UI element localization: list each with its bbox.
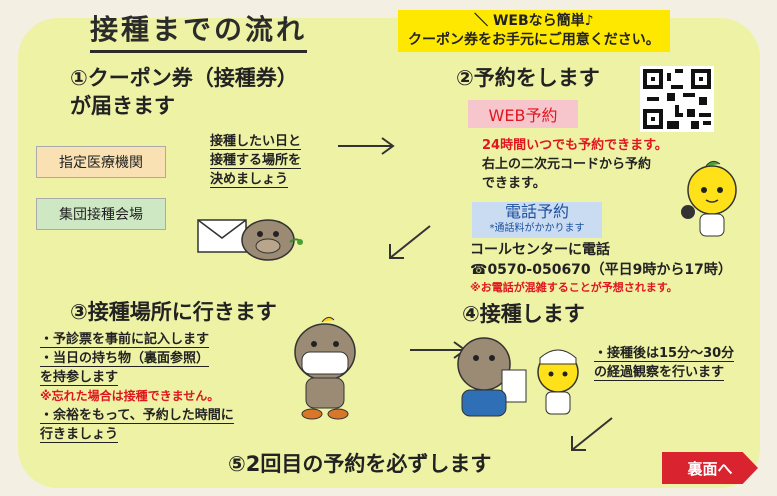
hippo-mascot-icon [241, 219, 303, 261]
arrow-down-left-icon-2 [571, 417, 613, 451]
step4-item1: ・接種後は15分～30分 [594, 346, 735, 362]
tel-reservation-label: 電話予約 *通話料がかかります [472, 202, 602, 238]
step4-list: ・接種後は15分～30分 の経過観察を行います [594, 344, 735, 382]
step2-title: ②予約をします [456, 66, 600, 90]
step1-title: ①クーポン券（接種券） が届きます [70, 64, 298, 120]
step3-title: ③接種場所に行きます [70, 300, 277, 324]
tel-sub: *通話料がかかります [489, 223, 585, 234]
page-title: 接種までの流れ [90, 8, 308, 53]
step3-list: ・予診票を事前に記入します ・当日の持ち物（裏面参照） を持参します ※忘れた場… [40, 330, 234, 444]
banner-line-1: ＼ WEBなら簡単♪ [474, 13, 594, 29]
call-center-text: コールセンターに電話 [470, 242, 610, 258]
step1-note-line2: 接種する場所を [210, 153, 302, 169]
phone-number[interactable]: ☎0570-050670（平日9時から17時） [470, 262, 732, 278]
web-banner: ＼ WEBなら簡単♪ クーポン券をお手元にご用意ください。 [398, 10, 670, 52]
busy-note: ※お電話が混雑することが予想されます。 [470, 281, 678, 294]
step1-title-line2: が届きます [70, 94, 175, 118]
nurse-lemon-mascot-icon [537, 349, 579, 415]
doctor-hippo-mascot-icon [457, 337, 527, 417]
masked-hippo-mascot-icon [294, 316, 356, 420]
envelope-icon [197, 219, 247, 253]
step3-warning: ※忘れた場合は接種できません。 [40, 389, 220, 403]
web-note-24h: 24時間いつでも予約できます。 [482, 138, 668, 153]
tel-details: コールセンターに電話 ☎0570-050670（平日9時から17時） ※お電話が… [470, 240, 732, 296]
step1-note: 接種したい日と 接種する場所を 決めましょう [210, 132, 302, 189]
back-page-button[interactable]: 裏面へ [662, 452, 758, 484]
step1-note-line1: 接種したい日と [210, 134, 302, 150]
tel-label: 電話予約 [504, 202, 569, 221]
step3-item2: ・当日の持ち物（裏面参照） [40, 351, 210, 367]
lemon-mascot-phone-icon [681, 160, 737, 237]
web-note-line2: できます。 [482, 176, 546, 191]
arrow-right-icon [338, 137, 395, 155]
step3-item1: ・予診票を事前に記入します [40, 332, 210, 348]
web-reservation-notes: 24時間いつでも予約できます。 右上の二次元コードから予約 できます。 [482, 136, 668, 193]
web-note-line1: 右上の二次元コードから予約 [482, 157, 652, 172]
facility-designated: 指定医療機関 [36, 146, 166, 178]
step4-item1b: の経過観察を行います [594, 365, 725, 381]
arrow-down-left-icon [389, 225, 431, 259]
step3-item3: ・余裕をもって、予約した時間に [40, 408, 234, 424]
facility-group-site: 集団接種会場 [36, 198, 166, 230]
step4-title: ④接種します [462, 302, 585, 326]
step3-item3b: 行きましょう [40, 427, 119, 443]
qr-code[interactable] [640, 66, 714, 132]
qr-code-icon [643, 69, 711, 129]
step5-title: ⑤2回目の予約を必ずします [228, 452, 492, 476]
step3-item2b: を持参します [40, 370, 119, 386]
step1-note-line3: 決めましょう [210, 172, 289, 188]
web-reservation-label: WEB予約 [468, 100, 578, 128]
step1-title-line1: ①クーポン券（接種券） [70, 66, 298, 90]
banner-line-2: クーポン券をお手元にご用意ください。 [408, 32, 660, 48]
